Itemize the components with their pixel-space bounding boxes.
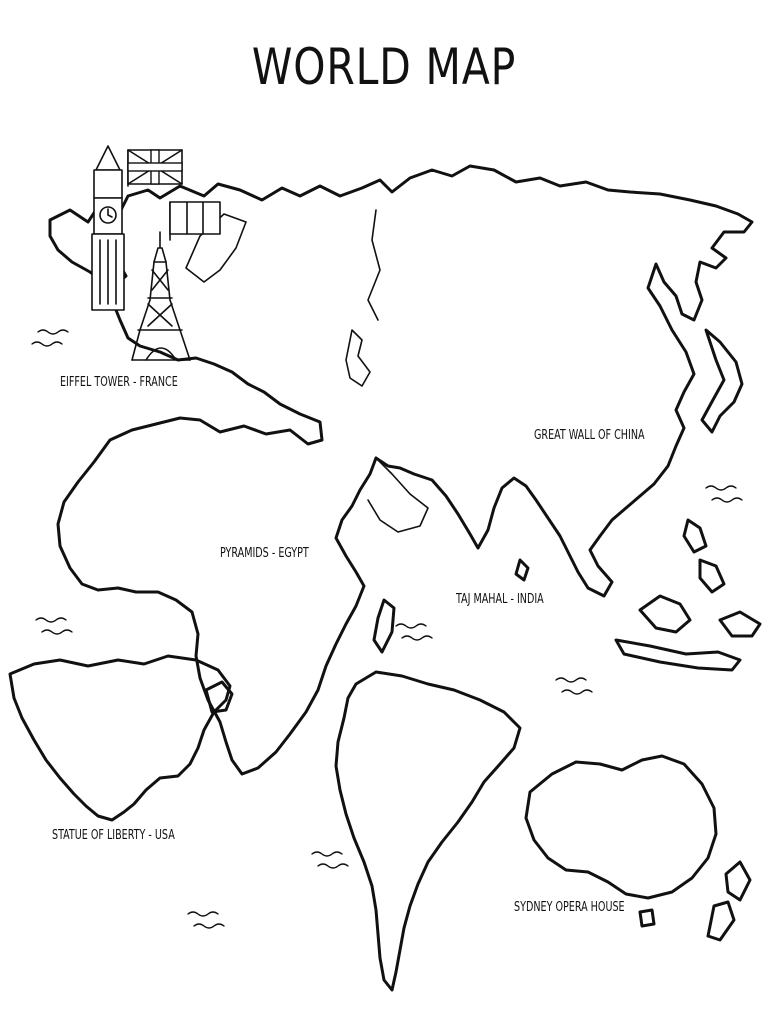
eurasia-landmass	[48, 164, 754, 776]
landmark-label-pyramids: PYRAMIDS - EGYPT	[220, 546, 309, 561]
ural-line	[367, 209, 381, 321]
landmark-label-statue-of-liberty: STATUE OF LIBERTY - USA	[52, 828, 175, 843]
greenland-landmass	[204, 680, 234, 714]
map-title: WORLD MAP	[251, 38, 517, 96]
caspian-sea	[345, 329, 371, 387]
arabian-peninsula	[367, 457, 429, 533]
landmark-label-eiffel-tower: EIFFEL TOWER - FRANCE	[60, 375, 178, 390]
new-zealand-landmass	[724, 860, 752, 902]
madagascar-landmass	[372, 598, 396, 654]
japan-landmass	[700, 328, 744, 434]
wave-icon	[31, 329, 743, 929]
landmark-label-great-wall: GREAT WALL OF CHINA	[534, 428, 645, 443]
uk-flag-icon	[127, 149, 183, 187]
france-flag-icon	[169, 201, 221, 241]
eiffel-tower-icon	[131, 231, 191, 361]
north-america-landmass	[8, 654, 232, 822]
australia-landmass	[524, 754, 718, 900]
big-ben-icon	[91, 145, 125, 311]
sri-lanka-landmass	[514, 558, 530, 582]
landmark-label-sydney-opera-house: SYDNEY OPERA HOUSE	[514, 900, 625, 915]
indonesia-landmass	[638, 594, 692, 634]
south-america-landmass	[334, 670, 522, 992]
landmark-label-taj-mahal: TAJ MAHAL - INDIA	[456, 592, 544, 607]
